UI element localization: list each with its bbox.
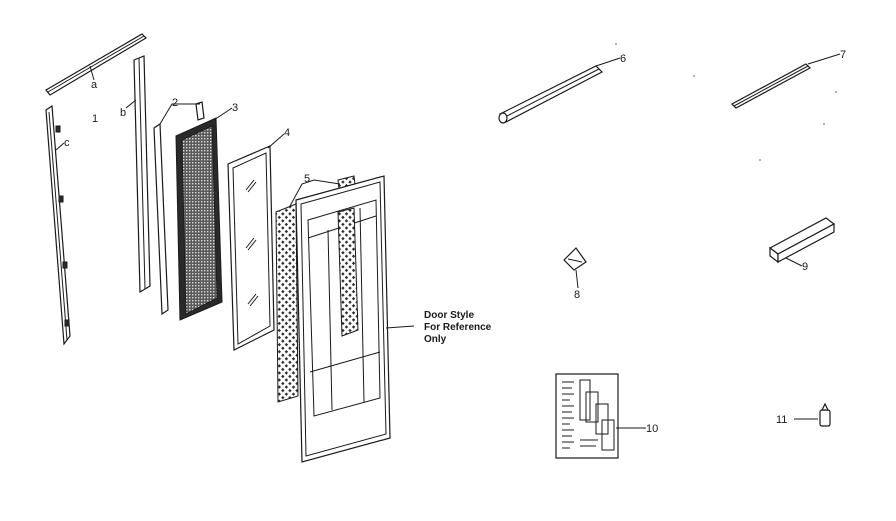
part-3-screen-panel: [175, 117, 223, 321]
callout-9: 9: [802, 261, 808, 273]
leader-a: [89, 65, 95, 81]
callout-4: 4: [284, 127, 290, 139]
door-note-line1: Door Style: [424, 310, 474, 321]
callout-3: 3: [232, 102, 238, 114]
callout-b: b: [120, 107, 126, 119]
part-4-glass-panel: [227, 145, 275, 351]
callout-10: 10: [646, 423, 658, 435]
leader-8: [575, 269, 579, 289]
door-note-line3: Only: [424, 334, 447, 345]
part-c-side-rail: [45, 104, 71, 346]
leader-7: [807, 53, 841, 65]
part-2-strips: [153, 101, 205, 316]
callout-2: 2: [172, 97, 178, 109]
part-10-instruction-sheet: [555, 373, 619, 459]
callout-1: 1: [92, 113, 98, 125]
callout-c: c: [64, 137, 70, 149]
leader-c: [55, 142, 65, 151]
callout-7: 7: [840, 49, 846, 61]
leader-door-note: [385, 325, 415, 329]
callout-8: 8: [574, 289, 580, 301]
callout-11: 11: [776, 414, 787, 426]
door-note-line2: For Reference: [424, 322, 492, 333]
part-11-bottle: [819, 402, 831, 427]
part-b-vertical-rail: [133, 55, 151, 294]
leader-5: [289, 179, 341, 207]
callout-5: 5: [304, 173, 310, 185]
leader-2: [159, 103, 200, 125]
part-9-block: [768, 217, 836, 264]
leader-6: [595, 57, 621, 67]
leader-9: [785, 257, 803, 267]
leader-3: [213, 107, 233, 121]
callout-6: 6: [620, 53, 626, 65]
leader-b: [125, 99, 137, 109]
part-6-bar: [498, 65, 604, 124]
scan-specks: [615, 43, 837, 161]
part-7-thin-bar: [731, 63, 811, 109]
leader-4: [267, 133, 285, 149]
part-a-top-rail: [45, 33, 147, 96]
callout-a: a: [91, 79, 98, 91]
part-8-diamond-clip: [563, 247, 587, 271]
door-frame: [295, 175, 391, 463]
